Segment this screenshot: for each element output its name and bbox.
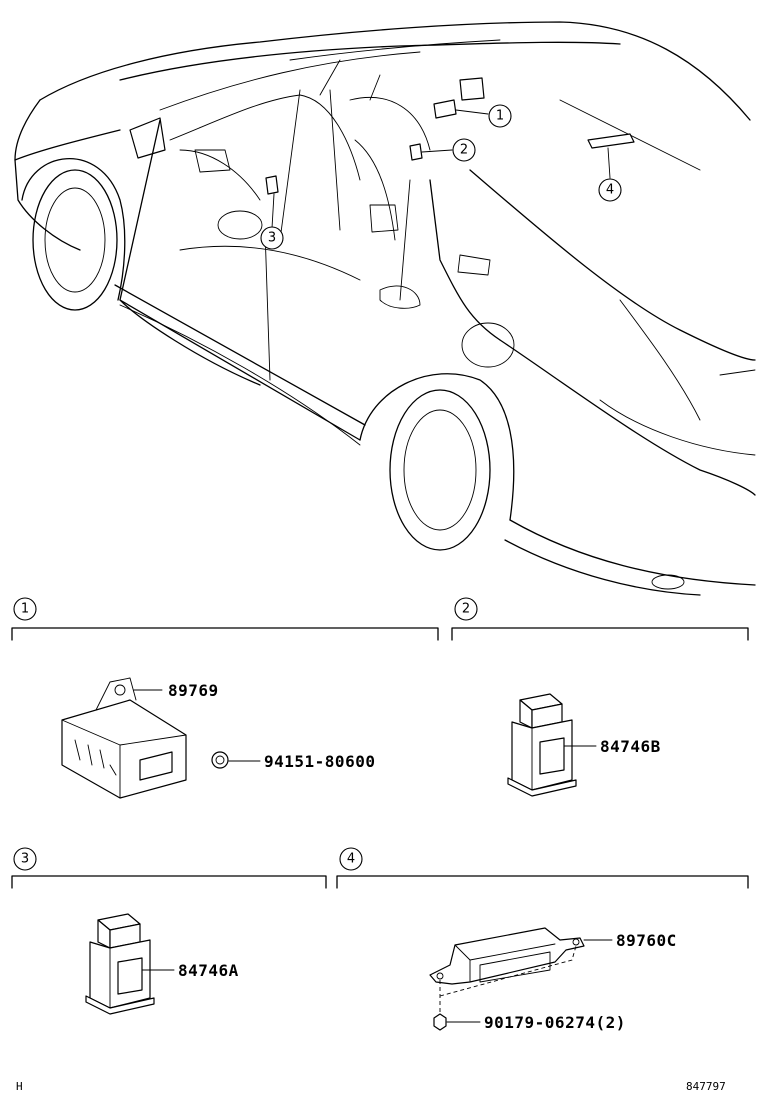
connector-84746a-drawing <box>85 913 175 1015</box>
part-number-84746a: 84746A <box>178 961 239 980</box>
part-number-89760c: 89760C <box>616 931 677 950</box>
callout-4: 4 <box>598 178 622 202</box>
callout-1: 1 <box>488 104 512 128</box>
callout-2: 2 <box>452 138 476 162</box>
section-1: 1 89769 94151-80600 <box>11 597 439 799</box>
section-3-bracket <box>11 875 327 889</box>
part-number-94151-80600: 94151-80600 <box>264 752 375 771</box>
svg-text:2: 2 <box>460 143 468 158</box>
part-number-90179-06274: 90179-06274(2) <box>484 1013 626 1032</box>
footer-left-code: H <box>16 1080 23 1093</box>
section-3-badge: 3 <box>13 847 37 871</box>
section-1-badge: 1 <box>13 597 37 621</box>
svg-text:4: 4 <box>606 183 614 198</box>
section-3: 3 84746A <box>11 847 327 1015</box>
svg-text:1: 1 <box>21 602 29 617</box>
section-4-badge: 4 <box>339 847 363 871</box>
section-2-badge: 2 <box>454 597 478 621</box>
callout-3: 3 <box>260 226 284 250</box>
section-1-bracket <box>11 627 439 641</box>
svg-text:1: 1 <box>496 109 504 124</box>
svg-text:3: 3 <box>21 852 29 867</box>
connector-84746b-drawing <box>507 693 597 797</box>
section-4-bracket <box>336 875 749 889</box>
section-2-bracket <box>451 627 749 641</box>
footer-diagram-id: 847797 <box>686 1080 726 1093</box>
svg-text:2: 2 <box>462 602 470 617</box>
ecu-module-drawing <box>61 677 261 799</box>
part-number-89769: 89769 <box>168 681 219 700</box>
svg-text:4: 4 <box>347 852 355 867</box>
svg-text:3: 3 <box>268 231 276 246</box>
part-number-84746b: 84746B <box>600 737 661 756</box>
section-4: 4 89760C 90179-06274(2) <box>336 847 749 1032</box>
section-2: 2 84746B <box>451 597 749 797</box>
bracket-89760c-drawing <box>429 927 613 1031</box>
car-illustration <box>14 21 756 596</box>
